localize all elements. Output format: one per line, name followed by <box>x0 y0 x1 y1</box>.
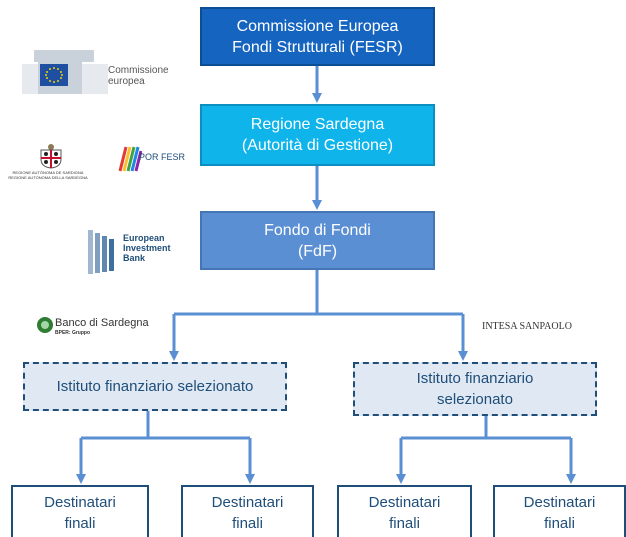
banco-di-sardegna-logo <box>37 317 53 333</box>
node-destinatari-3: Destinatari finali <box>337 485 472 537</box>
eu-commission-logo-label: Commissione europea <box>108 65 169 87</box>
node-commissione: Commissione Europea Fondi Strutturali (F… <box>200 7 435 66</box>
intesa-sanpaolo-label: INTESA SANPAOLO <box>482 321 572 332</box>
node-destinatari-1: Destinatari finali <box>11 485 149 537</box>
eib-logo-label: European Investment Bank <box>123 233 171 263</box>
node-regione: Regione Sardegna (Autorità di Gestione) <box>200 104 435 166</box>
eu-commission-logo <box>22 50 108 94</box>
node-fdf: Fondo di Fondi (FdF) <box>200 211 435 270</box>
por-fesr-logo-label: POR FESR <box>139 152 186 162</box>
node-istituto-2: Istituto finanziario selezionato <box>353 362 597 416</box>
node-istituto-1: Istituto finanziario selezionato <box>23 362 287 411</box>
banco-di-sardegna-sub: BPER: Gruppo <box>55 330 90 336</box>
banco-di-sardegna-label: Banco di Sardegna <box>55 317 149 329</box>
node-destinatari-4: Destinatari finali <box>493 485 626 537</box>
node-destinatari-2: Destinatari finali <box>181 485 314 537</box>
sardegna-emblem <box>40 144 62 169</box>
por-fesr-logo <box>118 146 142 172</box>
eib-logo <box>88 230 114 274</box>
sardegna-emblem-label: REGIONE AUTÒNOMA DE SARDIGNA REGIONE AUT… <box>8 170 88 180</box>
